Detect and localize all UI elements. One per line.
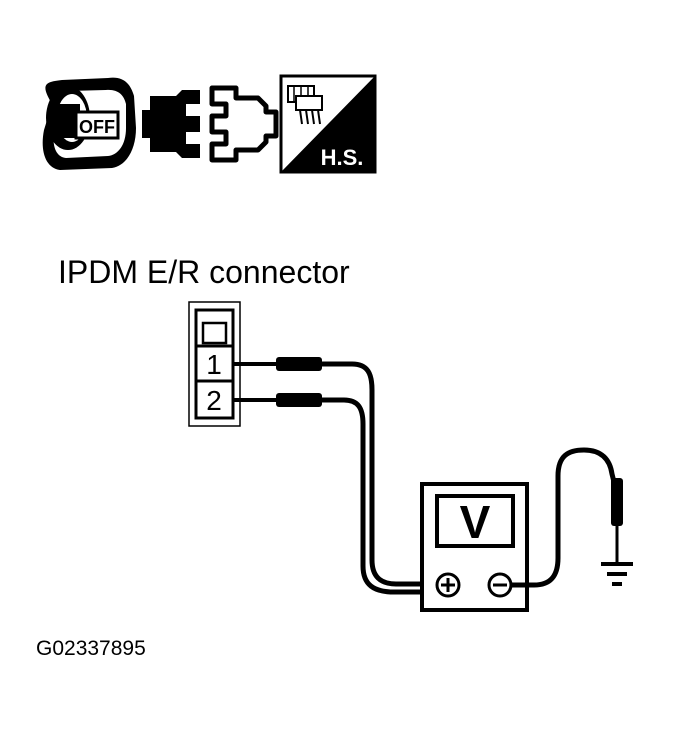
ground-lead bbox=[511, 447, 623, 588]
connector-disconnected-icon bbox=[142, 85, 279, 163]
figure-id: G02337895 bbox=[36, 637, 146, 660]
ignition-key-off-icon: OFF bbox=[42, 77, 136, 170]
pin-1-label: 1 bbox=[206, 349, 222, 380]
meter-display-label: V bbox=[460, 496, 491, 548]
positive-terminal-icon bbox=[435, 572, 461, 598]
harness-side-label: H.S. bbox=[321, 145, 364, 170]
ipdm-connector: 1 2 bbox=[188, 301, 241, 427]
probe-pin-1 bbox=[233, 357, 442, 587]
pin-2-label: 2 bbox=[206, 385, 222, 416]
connector-title: IPDM E/R connector bbox=[58, 254, 350, 290]
probe-pin-2 bbox=[233, 393, 442, 595]
ground-symbol-icon bbox=[601, 562, 633, 586]
voltmeter: V bbox=[420, 482, 529, 612]
negative-terminal-icon bbox=[487, 572, 513, 598]
harness-side-icon: H.S. bbox=[279, 74, 377, 174]
ignition-off-label: OFF bbox=[79, 117, 115, 137]
